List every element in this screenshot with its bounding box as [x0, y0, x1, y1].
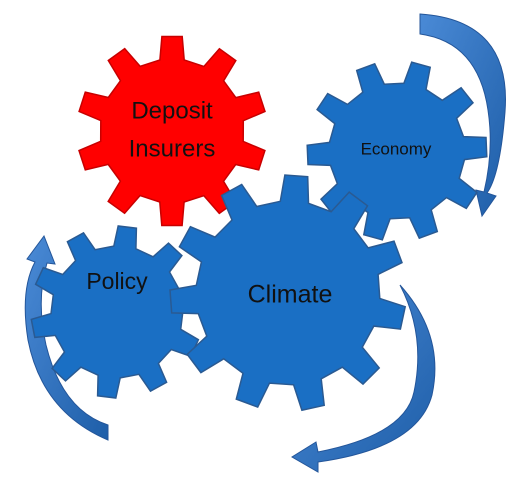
top-right-curved-arrow [419, 13, 506, 218]
gear-labels: Deposit Insurers Economy Policy Climate [86, 97, 432, 308]
cycle-arrows [24, 13, 506, 473]
policy-gear [30, 225, 204, 399]
deposit-insurers-label-line-1: Deposit [131, 97, 213, 124]
left-curved-arrow [24, 234, 109, 441]
economy-label: Economy [361, 139, 432, 158]
deposit-insurers-gear [78, 35, 266, 227]
policy-label: Policy [86, 268, 148, 294]
gears [30, 35, 488, 412]
deposit-insurers-label-line-2: Insurers [129, 135, 216, 162]
climate-gear [169, 174, 407, 412]
bottom-right-curved-arrow [291, 284, 436, 473]
climate-label: Climate [248, 281, 333, 309]
